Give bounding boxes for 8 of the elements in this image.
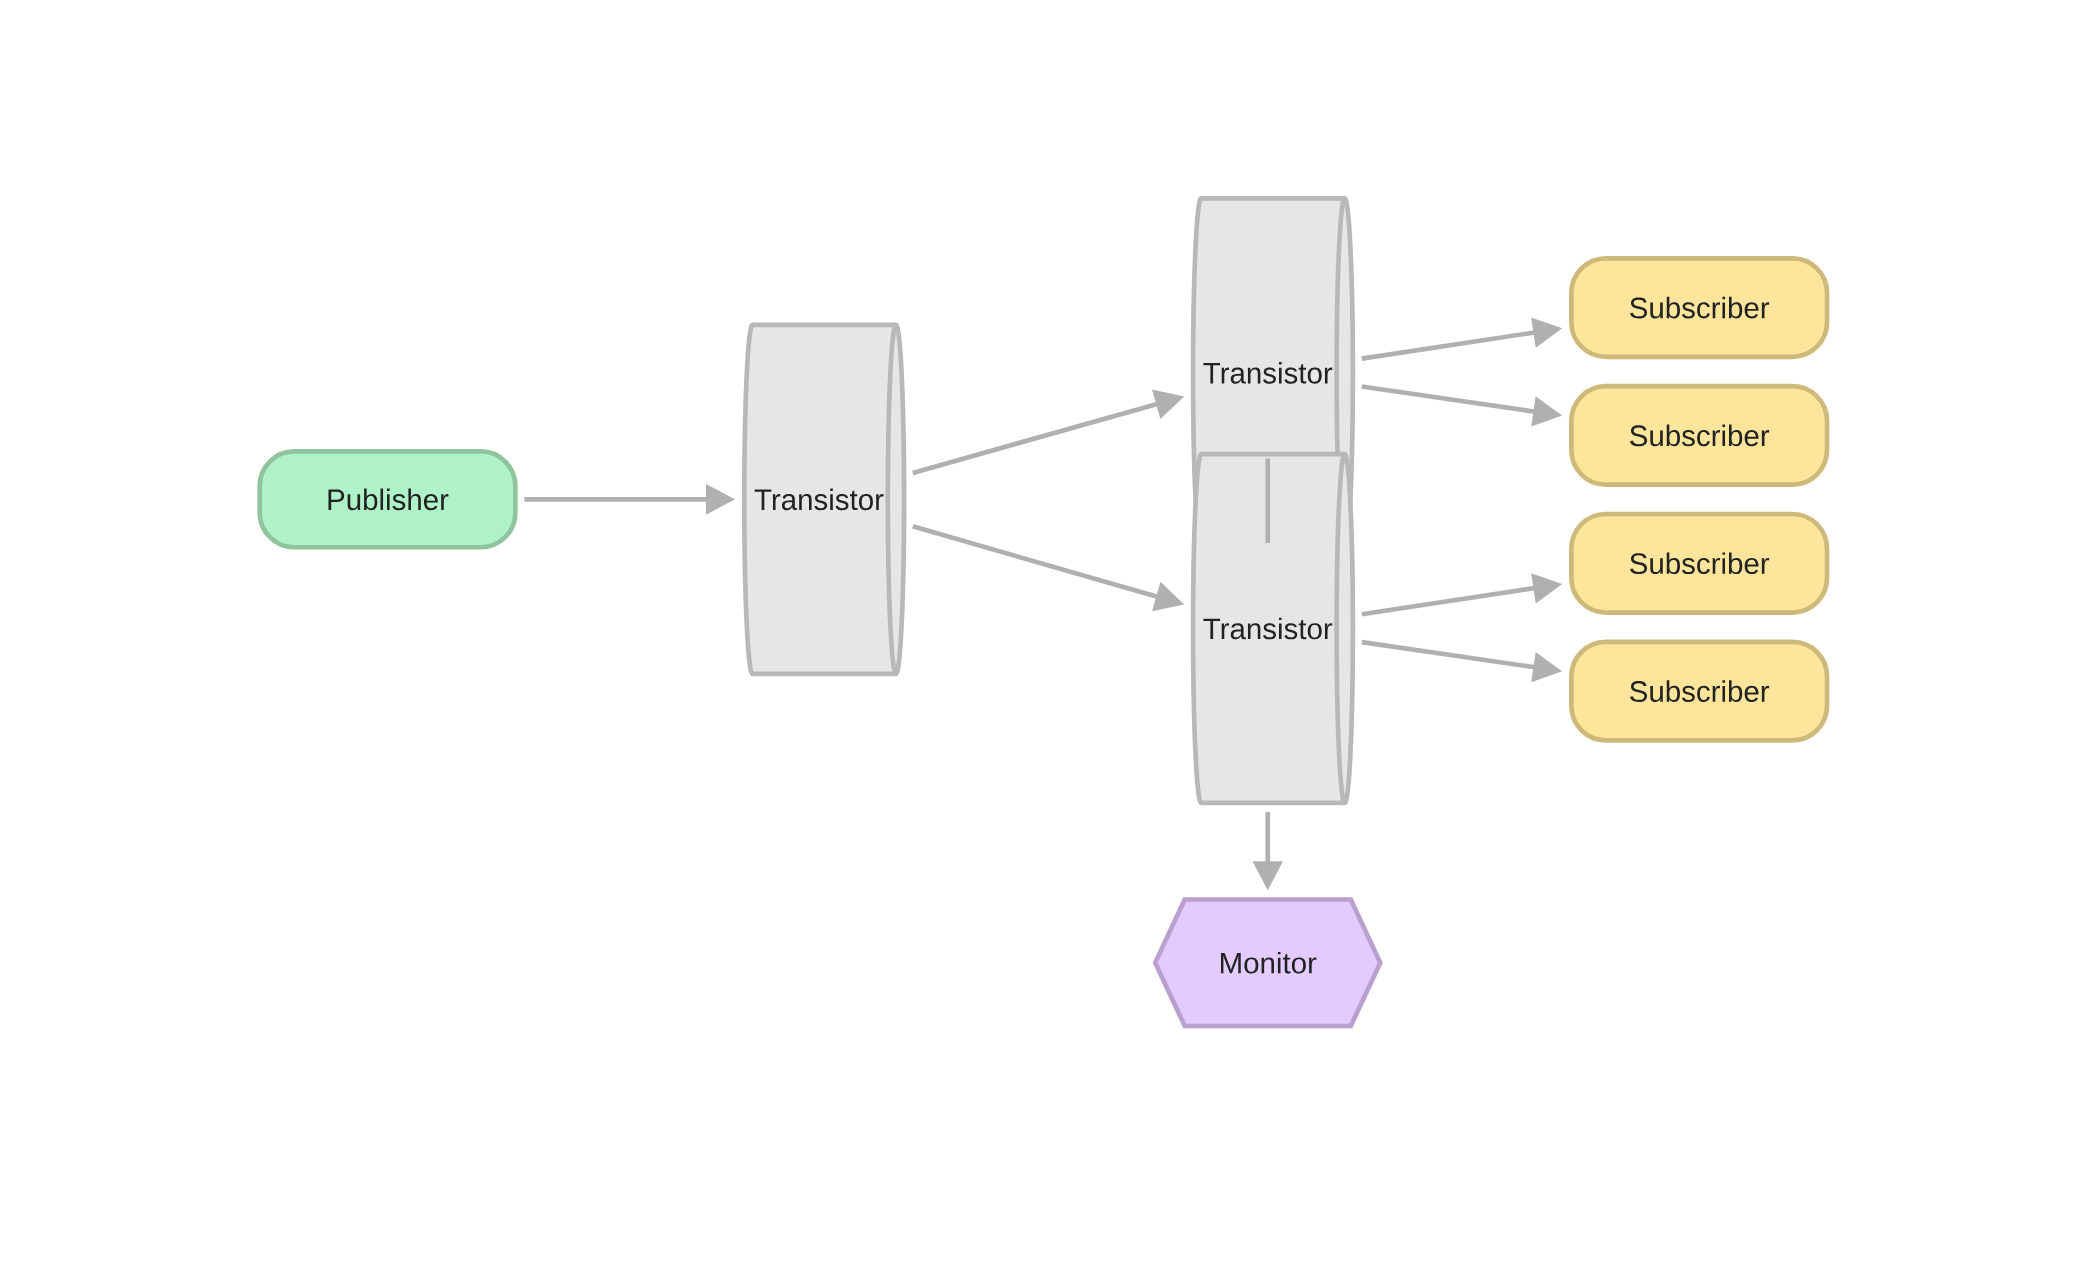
process-box: Subscriber [1569, 384, 1830, 488]
process-box: Subscriber [1569, 639, 1830, 743]
cylinder: Transistor [741, 322, 907, 677]
cylinder: Transistor [1190, 451, 1356, 806]
process-box: Subscriber [1569, 256, 1830, 360]
process-box: Subscriber [1569, 511, 1830, 616]
process-box: Publisher [257, 449, 518, 550]
hexagon: Monitor [1152, 897, 1383, 1029]
